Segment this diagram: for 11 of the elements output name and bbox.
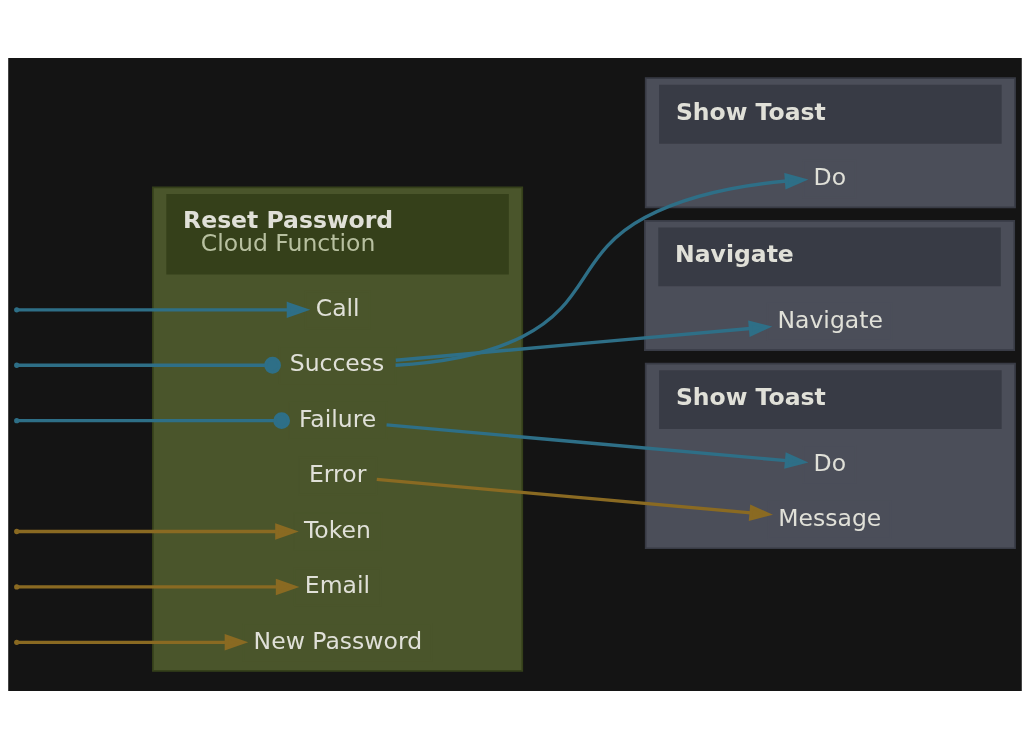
node-text: Token [303,515,371,544]
node-text: Do [813,448,847,477]
node-text: Success [289,348,385,377]
node-text: Email [304,570,371,599]
node-text: Error [309,459,367,488]
node-text: Failure [298,404,377,433]
node-text: New Password [253,626,423,655]
node-text: Call [315,293,360,322]
node-text: Navigate [777,305,883,334]
node-text: Do [813,162,847,191]
node-text: Message [778,503,882,532]
